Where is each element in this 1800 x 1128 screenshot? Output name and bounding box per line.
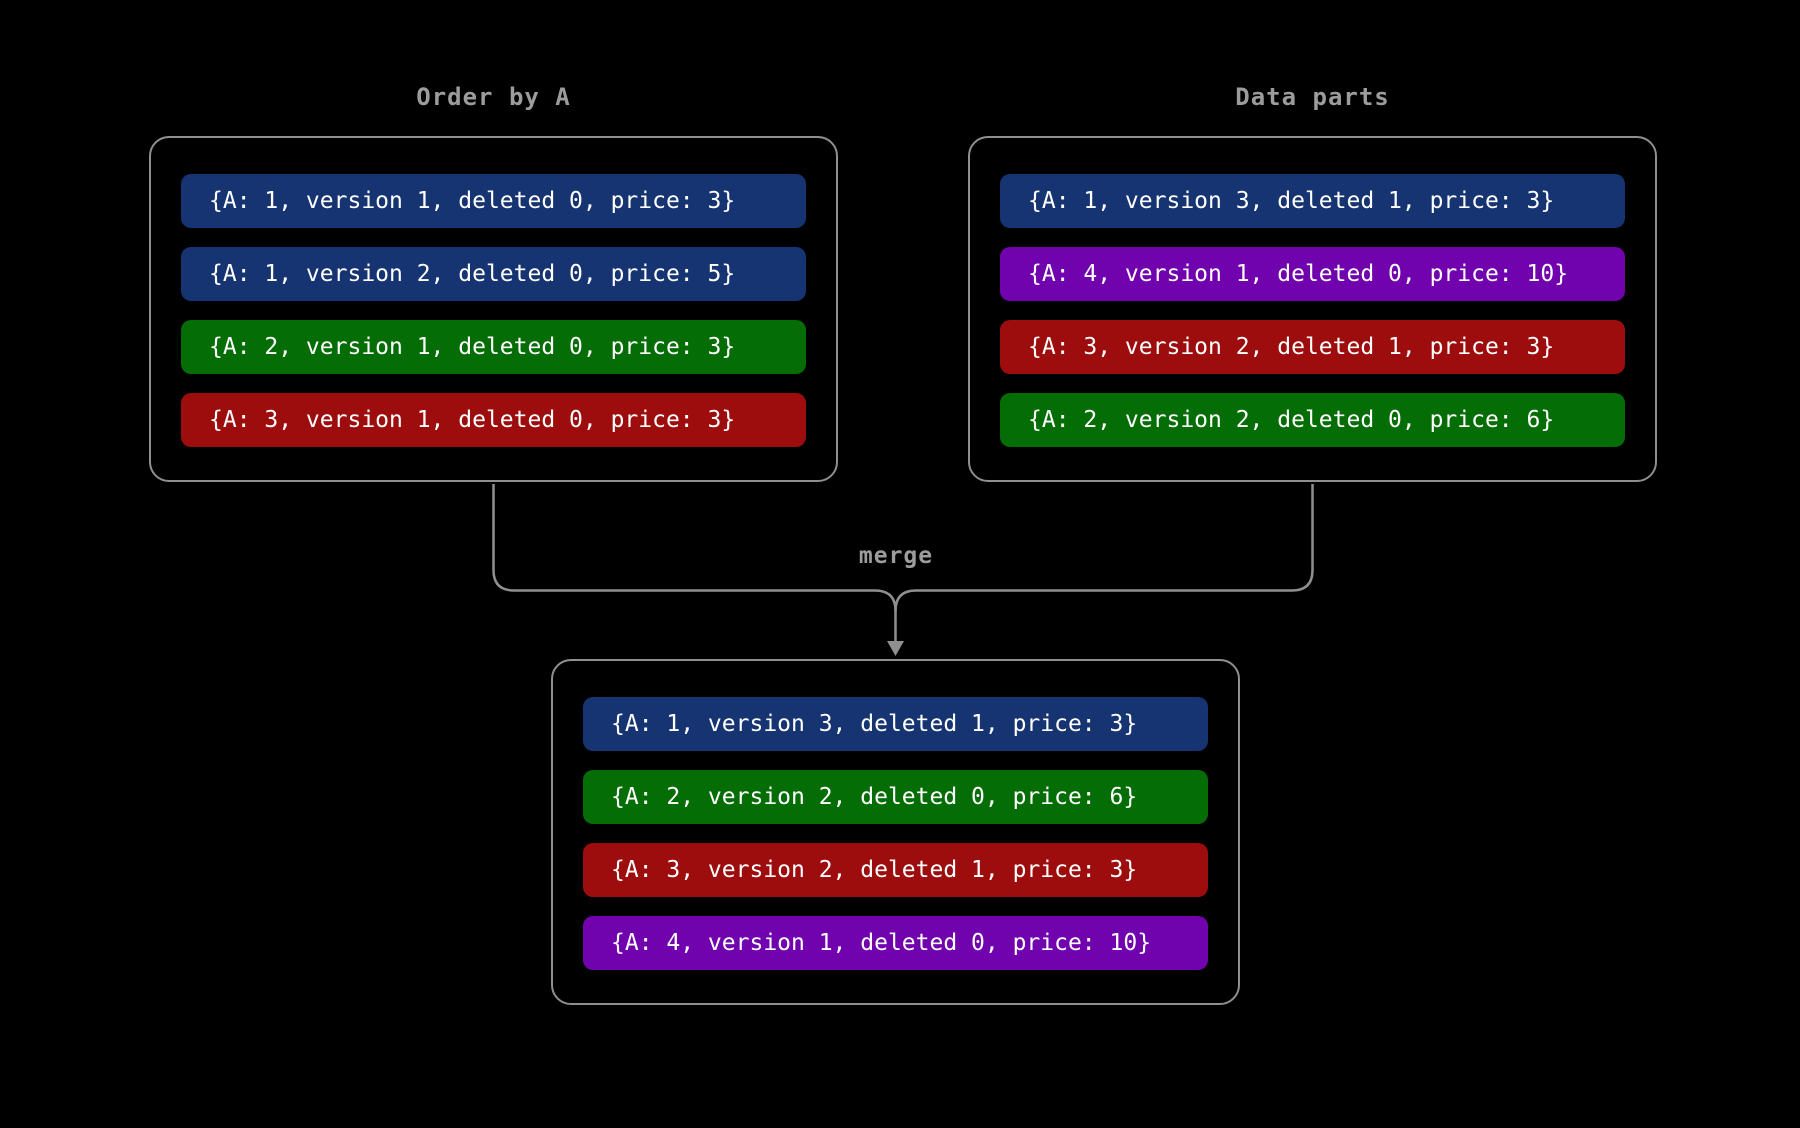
arrowhead-icon <box>887 641 904 656</box>
merge-label: merge <box>858 543 934 569</box>
data-row: {A: 4, version 1, deleted 0, price: 10} <box>1000 247 1625 301</box>
data-row: {A: 2, version 2, deleted 0, price: 6} <box>1000 393 1625 447</box>
data-row: {A: 1, version 3, deleted 1, price: 3} <box>583 697 1208 751</box>
data-parts-panel: {A: 1, version 3, deleted 1, price: 3} {… <box>968 136 1657 482</box>
data-row: {A: 1, version 3, deleted 1, price: 3} <box>1000 174 1625 228</box>
data-row: {A: 3, version 2, deleted 1, price: 3} <box>1000 320 1625 374</box>
order-by-a-title: Order by A <box>416 83 571 111</box>
data-row: {A: 1, version 2, deleted 0, price: 5} <box>181 247 806 301</box>
data-row: {A: 1, version 1, deleted 0, price: 3} <box>181 174 806 228</box>
data-row: {A: 4, version 1, deleted 0, price: 10} <box>583 916 1208 970</box>
data-row: {A: 3, version 2, deleted 1, price: 3} <box>583 843 1208 897</box>
order-by-a-panel: {A: 1, version 1, deleted 0, price: 3} {… <box>149 136 838 482</box>
data-parts-title: Data parts <box>1235 83 1390 111</box>
data-row: {A: 3, version 1, deleted 0, price: 3} <box>181 393 806 447</box>
data-row: {A: 2, version 1, deleted 0, price: 3} <box>181 320 806 374</box>
data-row: {A: 2, version 2, deleted 0, price: 6} <box>583 770 1208 824</box>
merged-result-panel: {A: 1, version 3, deleted 1, price: 3} {… <box>551 659 1240 1005</box>
